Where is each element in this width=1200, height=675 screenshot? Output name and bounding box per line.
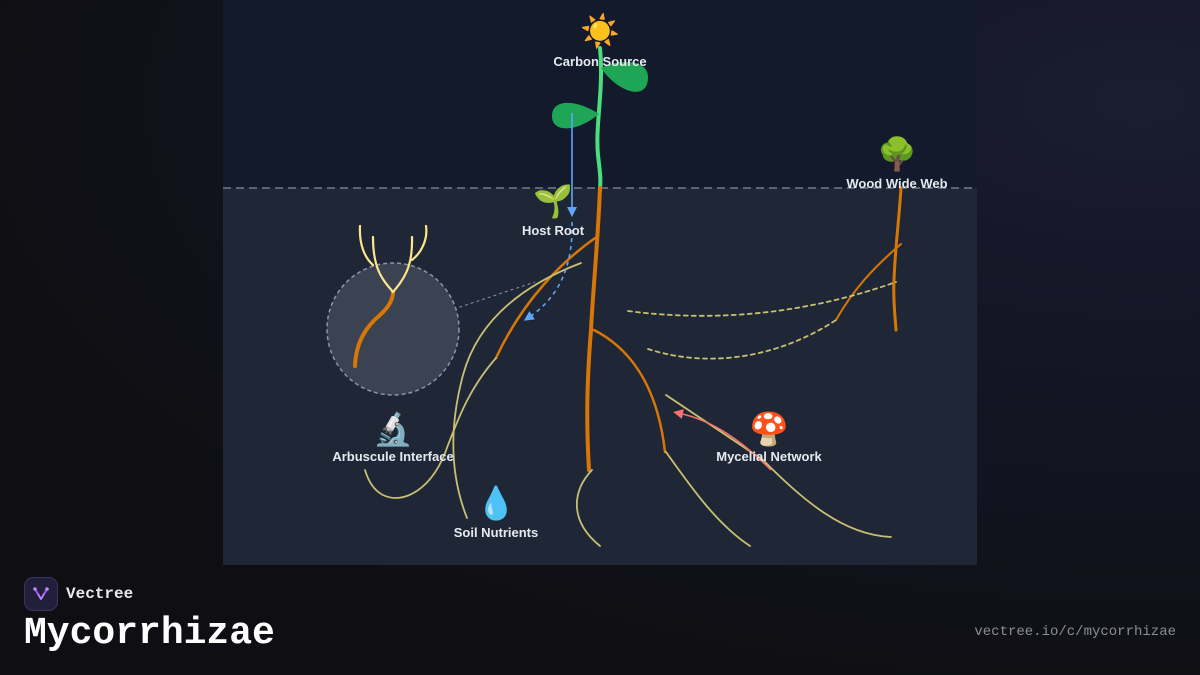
vectree-logo-icon <box>24 577 58 611</box>
neighbor-root-branch <box>835 243 902 321</box>
tree-icon: 🌳 <box>877 135 917 173</box>
sun-icon: ☀️ <box>580 12 620 50</box>
leaf-left <box>551 102 599 129</box>
node-wood-wide-web: 🌳 Wood Wide Web <box>846 135 947 191</box>
arbuscule-branches <box>358 224 428 294</box>
network-links <box>627 281 897 360</box>
node-mycelial-network: 🍄 Mycelial Network <box>716 410 822 464</box>
page-url[interactable]: vectree.io/c/mycorrhizae <box>974 624 1176 640</box>
microscope-icon: 🔬 <box>373 410 413 448</box>
host-root-label: Host Root <box>522 223 585 238</box>
nutrient-flow-arrow <box>673 409 772 471</box>
page-title: Mycorrhizae <box>24 612 275 655</box>
arbuscule-interface-label: Arbuscule Interface <box>332 449 453 464</box>
hyphae-strands <box>364 262 892 547</box>
sugar-to-fungus-arrow <box>523 221 573 321</box>
mycorrhizae-diagram: ☀️ Carbon Source 🌱 Host Root 🌳 Wood Wide… <box>223 0 977 565</box>
arbuscule-root-cell <box>353 290 395 368</box>
node-arbuscule-interface: 🔬 Arbuscule Interface <box>332 410 453 464</box>
plant-stem <box>595 46 604 190</box>
root-branch-right <box>592 328 667 454</box>
node-host-root: 🌱 Host Root <box>522 182 585 238</box>
wood-wide-web-label: Wood Wide Web <box>846 176 947 191</box>
node-carbon-source: ☀️ Carbon Source <box>553 12 646 69</box>
soil-nutrients-label: Soil Nutrients <box>454 525 539 540</box>
droplet-icon: 💧 <box>476 484 516 522</box>
leaf-right <box>601 61 648 92</box>
root-branch-left <box>494 234 600 360</box>
mycelial-network-label: Mycelial Network <box>716 449 822 464</box>
node-soil-nutrients: 💧 Soil Nutrients <box>454 484 539 540</box>
arbuscule-magnifier <box>326 262 460 396</box>
soil-region <box>223 188 977 565</box>
neighbor-taproot <box>892 186 903 332</box>
mushroom-icon: 🍄 <box>749 410 789 448</box>
brand: Vectree <box>24 577 133 611</box>
carbon-source-label: Carbon Source <box>553 54 646 69</box>
brand-name: Vectree <box>66 585 134 603</box>
seedling-icon: 🌱 <box>533 182 573 220</box>
